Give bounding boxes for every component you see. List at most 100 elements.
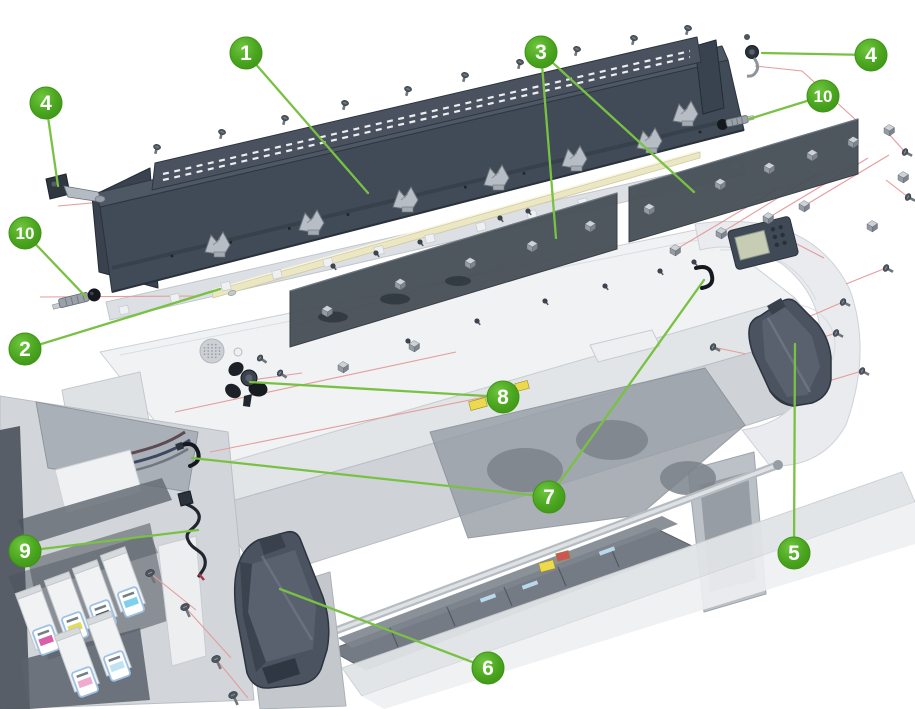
grille-dot	[211, 356, 213, 359]
callout-circle	[854, 38, 888, 72]
pin	[525, 208, 532, 216]
grille-dot	[207, 350, 210, 352]
screw	[573, 46, 581, 57]
beam-hole	[170, 254, 174, 258]
blue-strip-marks	[479, 546, 616, 603]
screw	[218, 129, 226, 140]
grille-dot	[203, 346, 206, 349]
grille-dot	[211, 350, 213, 352]
beam-hole	[229, 240, 233, 244]
pinch-hook-right	[694, 265, 715, 290]
clip-grommet	[584, 220, 596, 233]
callout-number: 8	[497, 386, 509, 409]
pinch-wheel-clip	[483, 163, 510, 191]
screw	[180, 603, 191, 618]
grille-dot	[218, 346, 221, 349]
spittoon-cover-right	[748, 298, 832, 407]
screw	[145, 569, 156, 584]
beam-hole	[287, 226, 291, 230]
red-leader-line	[792, 241, 825, 259]
screw	[211, 655, 222, 670]
ink-color-chip	[77, 676, 93, 689]
pin	[497, 215, 504, 223]
screw	[461, 72, 469, 83]
clip-grommet	[337, 361, 349, 374]
callout-leader-line	[244, 51, 370, 195]
callout-number: 10	[814, 87, 833, 106]
front-control-panel	[727, 216, 799, 270]
callout-number: 9	[19, 540, 31, 563]
callout-circle	[229, 36, 263, 70]
callout-leader-line	[547, 278, 706, 499]
callout-leader-line	[23, 528, 200, 553]
grille-dot	[203, 353, 206, 356]
red-leader-line	[845, 267, 887, 285]
window-panel-left	[289, 192, 618, 348]
grille-dot	[207, 353, 210, 356]
red-leader-line	[803, 154, 890, 207]
pin	[373, 250, 380, 258]
screw	[684, 25, 692, 36]
rail-tab	[475, 221, 487, 232]
screw	[709, 343, 721, 352]
beam-hole	[463, 185, 467, 189]
clip-grommet	[883, 124, 895, 137]
callout-number: 4	[865, 44, 877, 67]
grille-dot	[218, 353, 221, 356]
ink-color-chip	[38, 634, 54, 647]
clip-grommet	[408, 340, 420, 353]
callout-4: 4	[854, 38, 888, 72]
screw	[153, 144, 161, 155]
screw	[839, 298, 851, 307]
clip-grommet	[762, 212, 774, 225]
callout-8: 8	[486, 380, 520, 414]
callout-circle	[532, 480, 566, 514]
screw	[832, 329, 844, 338]
deck-hatch	[589, 329, 661, 363]
pin	[602, 283, 609, 291]
ink-cartridge-cyan	[99, 546, 146, 618]
clip-grommet	[866, 220, 878, 233]
beam-hole	[346, 213, 350, 217]
ink-cartridge-light-cyan	[85, 610, 132, 682]
grille-dot	[214, 343, 217, 346]
clip-grommet	[464, 257, 476, 270]
callout-4: 4	[29, 86, 63, 120]
callout-number: 2	[19, 338, 31, 361]
warning-label	[555, 550, 571, 562]
callout-9: 9	[8, 534, 42, 568]
callout-circle	[471, 651, 505, 685]
pin	[474, 318, 481, 326]
callout-leader-line	[23, 287, 222, 351]
pinch-wheel-clip	[298, 208, 325, 236]
callout-circle	[777, 536, 811, 570]
callout-leader-line	[248, 380, 505, 399]
screw	[516, 59, 524, 70]
red-leader-line	[184, 606, 232, 659]
rail-tab	[118, 304, 130, 316]
callout-circle	[806, 79, 840, 113]
grille-dot	[218, 350, 221, 352]
grille-dot	[207, 343, 210, 346]
grille-dot	[203, 350, 206, 352]
right-end-post	[694, 39, 725, 115]
clip-grommet	[763, 162, 775, 175]
callout-leader-line	[760, 51, 873, 57]
grille-dot	[207, 346, 210, 349]
encoder-strip	[211, 150, 701, 299]
rail-tab	[220, 280, 232, 292]
grille-dot	[214, 350, 217, 352]
clip-grommet	[806, 149, 818, 162]
callout-leader-line	[792, 342, 797, 555]
callout-circle	[524, 35, 558, 69]
grille-dot	[211, 346, 213, 349]
red-leader-line	[251, 372, 303, 381]
clip-grommet	[715, 227, 727, 240]
callout-1: 1	[229, 36, 263, 70]
pin	[417, 239, 424, 247]
callout-number: 7	[543, 486, 555, 509]
ink-cartridge-light-magenta	[53, 626, 100, 698]
pinch-wheel-clip	[204, 230, 231, 258]
ink-color-chip	[109, 660, 125, 673]
clip-grommet	[394, 278, 406, 291]
